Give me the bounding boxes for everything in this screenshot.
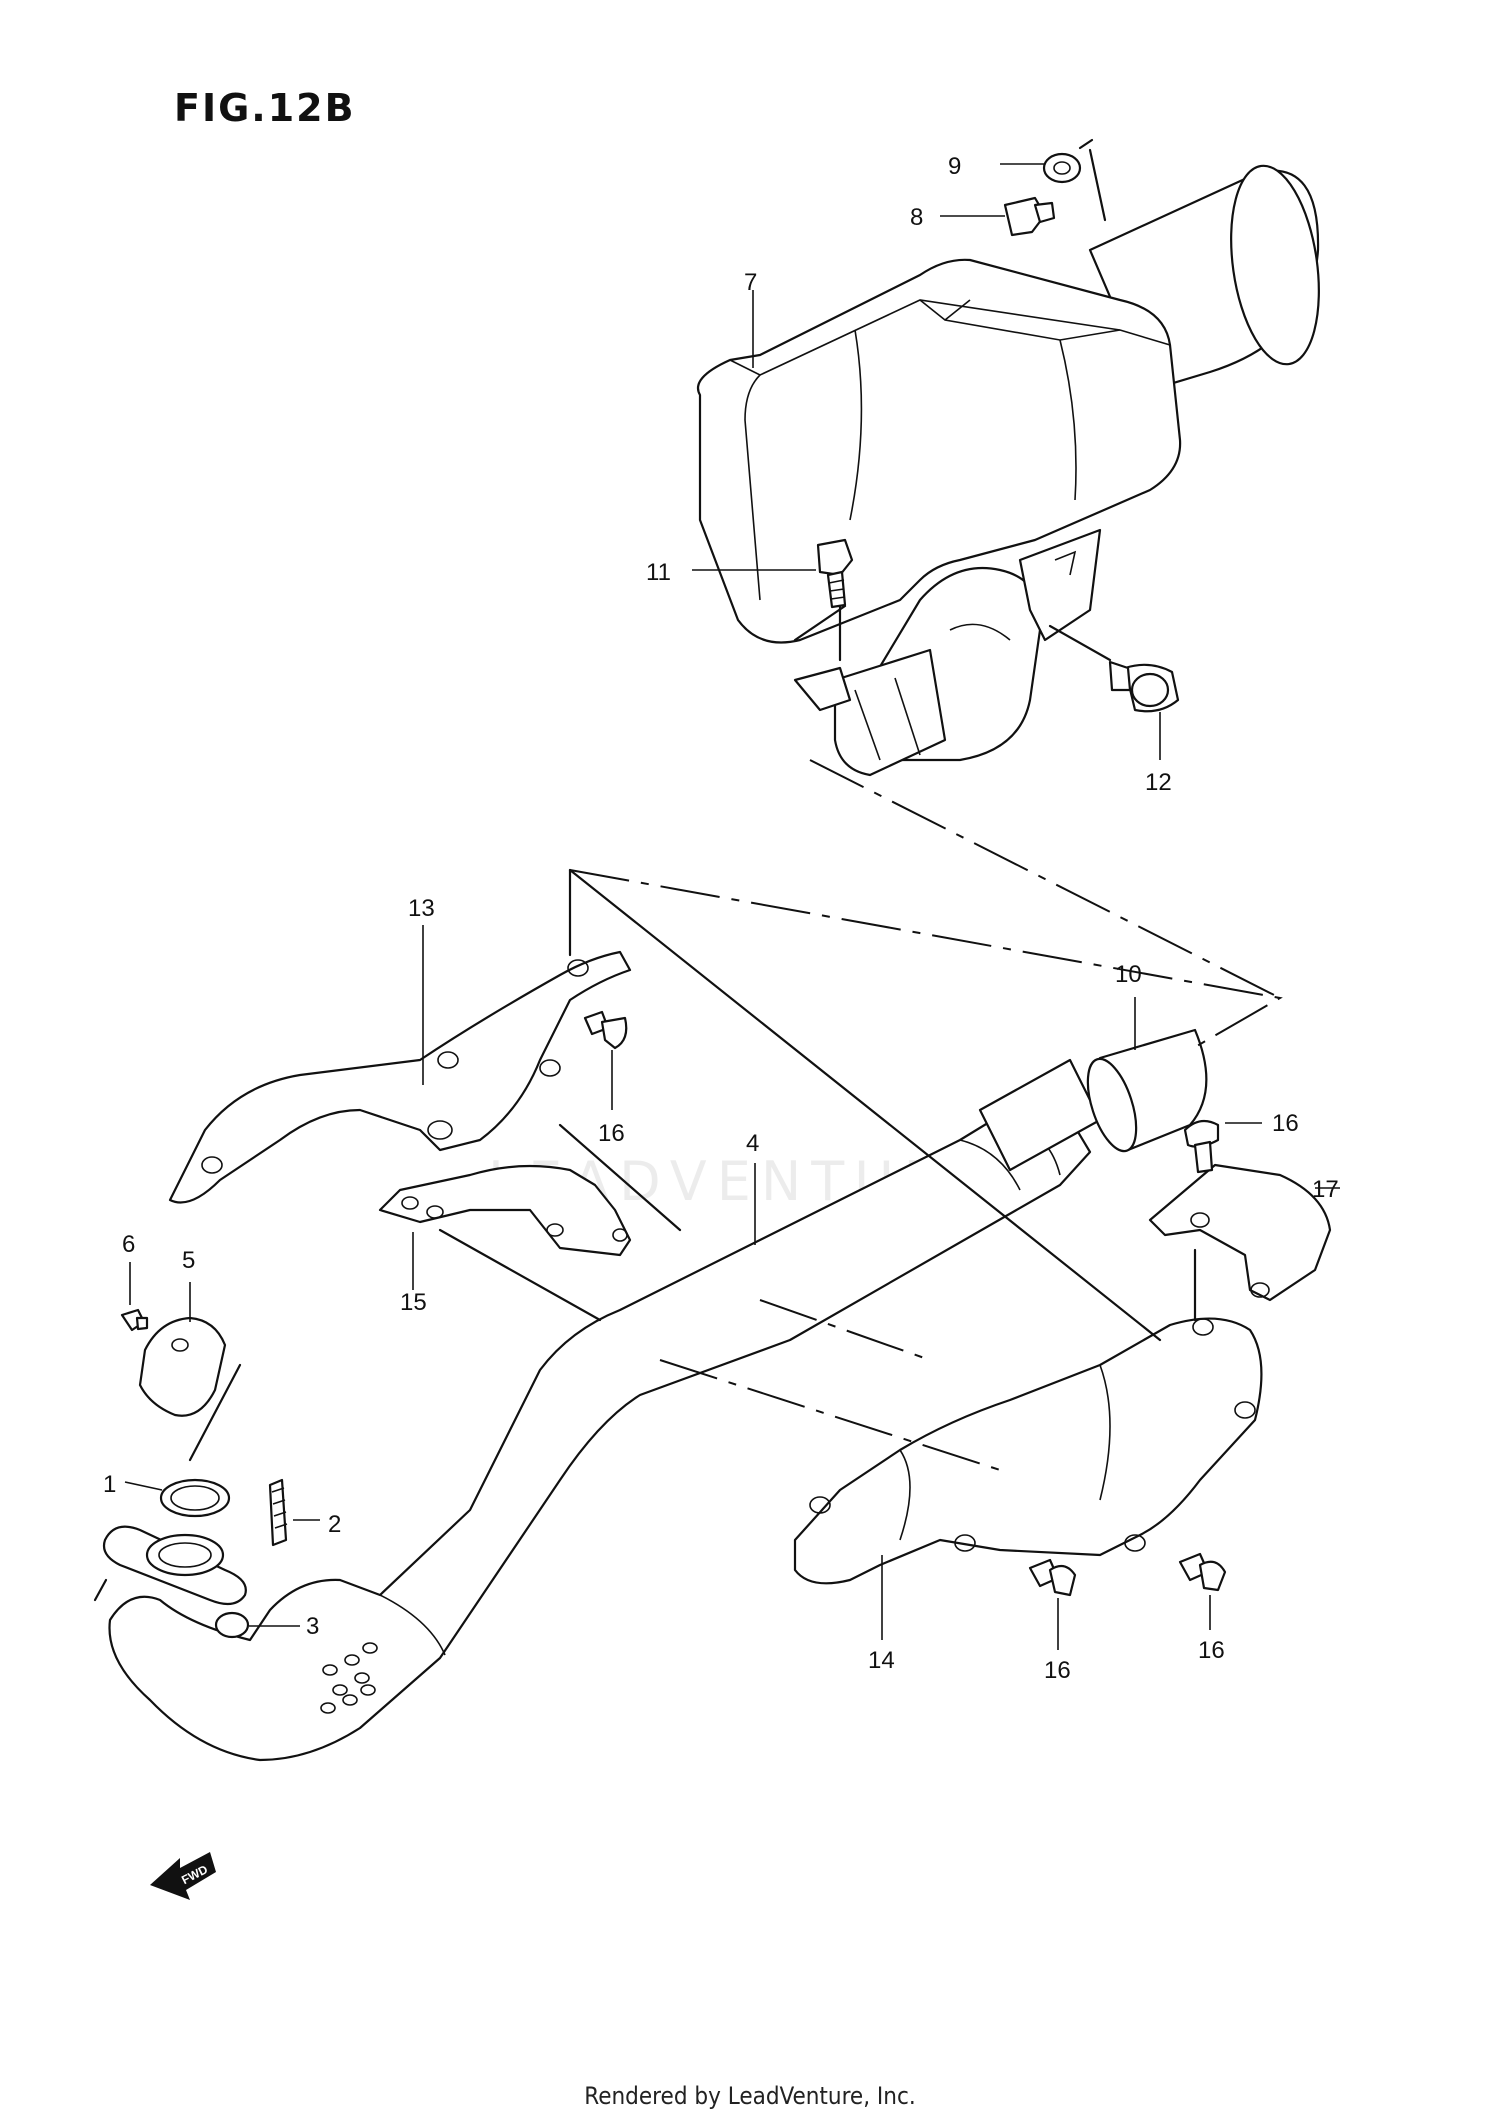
bolt-11[interactable]: [816, 538, 854, 609]
callout-3[interactable]: 3: [306, 1613, 319, 1640]
callout-labels: 1 2 3 4 5 6 7 8 9 10 11 12 13 14 15 16 1…: [103, 153, 1339, 1684]
bolt-16-right[interactable]: [1183, 1119, 1220, 1174]
callout-1[interactable]: 1: [103, 1471, 116, 1498]
bracket-17[interactable]: [1148, 1163, 1332, 1302]
bolt-8[interactable]: [1003, 196, 1056, 237]
callout-16-low[interactable]: 16: [1198, 1637, 1225, 1664]
callout-15[interactable]: 15: [400, 1289, 427, 1316]
footer-credit: Rendered by LeadVenture, Inc.: [584, 2082, 916, 2110]
gasket-1[interactable]: [159, 1478, 231, 1518]
cover-5[interactable]: [138, 1316, 227, 1417]
bolt-16-mid[interactable]: [1028, 1558, 1077, 1597]
exhaust-flange[interactable]: [102, 1525, 247, 1606]
callout-16-upper[interactable]: 16: [598, 1120, 625, 1147]
callout-16-right[interactable]: 16: [1272, 1110, 1299, 1137]
bolt-12[interactable]: [1108, 660, 1180, 713]
callout-4[interactable]: 4: [746, 1130, 759, 1157]
fwd-arrow-icon: FWD: [150, 1852, 216, 1900]
callout-5[interactable]: 5: [182, 1247, 195, 1274]
stud-2[interactable]: [268, 1478, 288, 1547]
callout-2[interactable]: 2: [328, 1511, 341, 1538]
bolt-16-upper[interactable]: [583, 1010, 628, 1050]
assembly-lines: [93, 138, 1283, 1602]
heat-shield-14[interactable]: [793, 1317, 1263, 1585]
callout-7[interactable]: 7: [744, 269, 757, 296]
clamp-3[interactable]: [214, 1611, 250, 1639]
bracket-15[interactable]: [378, 1164, 632, 1257]
callout-6[interactable]: 6: [122, 1231, 135, 1258]
callout-12[interactable]: 12: [1145, 769, 1172, 796]
callout-8[interactable]: 8: [910, 204, 923, 231]
callout-14[interactable]: 14: [868, 1647, 895, 1674]
callout-10[interactable]: 10: [1115, 961, 1142, 988]
screw-6[interactable]: [120, 1308, 149, 1332]
callout-17[interactable]: 17: [1312, 1176, 1339, 1203]
callout-11[interactable]: 11: [646, 559, 671, 586]
muffler[interactable]: [697, 160, 1331, 777]
heat-shield-13[interactable]: [168, 950, 632, 1204]
leader-lines: [124, 163, 1340, 1650]
figure-title: FIG.12B: [174, 86, 356, 130]
callout-13[interactable]: 13: [408, 895, 435, 922]
nut-9[interactable]: [1042, 152, 1082, 184]
bolt-16-low[interactable]: [1178, 1552, 1227, 1592]
callout-16-mid[interactable]: 16: [1044, 1657, 1071, 1684]
callout-9[interactable]: 9: [948, 153, 961, 180]
